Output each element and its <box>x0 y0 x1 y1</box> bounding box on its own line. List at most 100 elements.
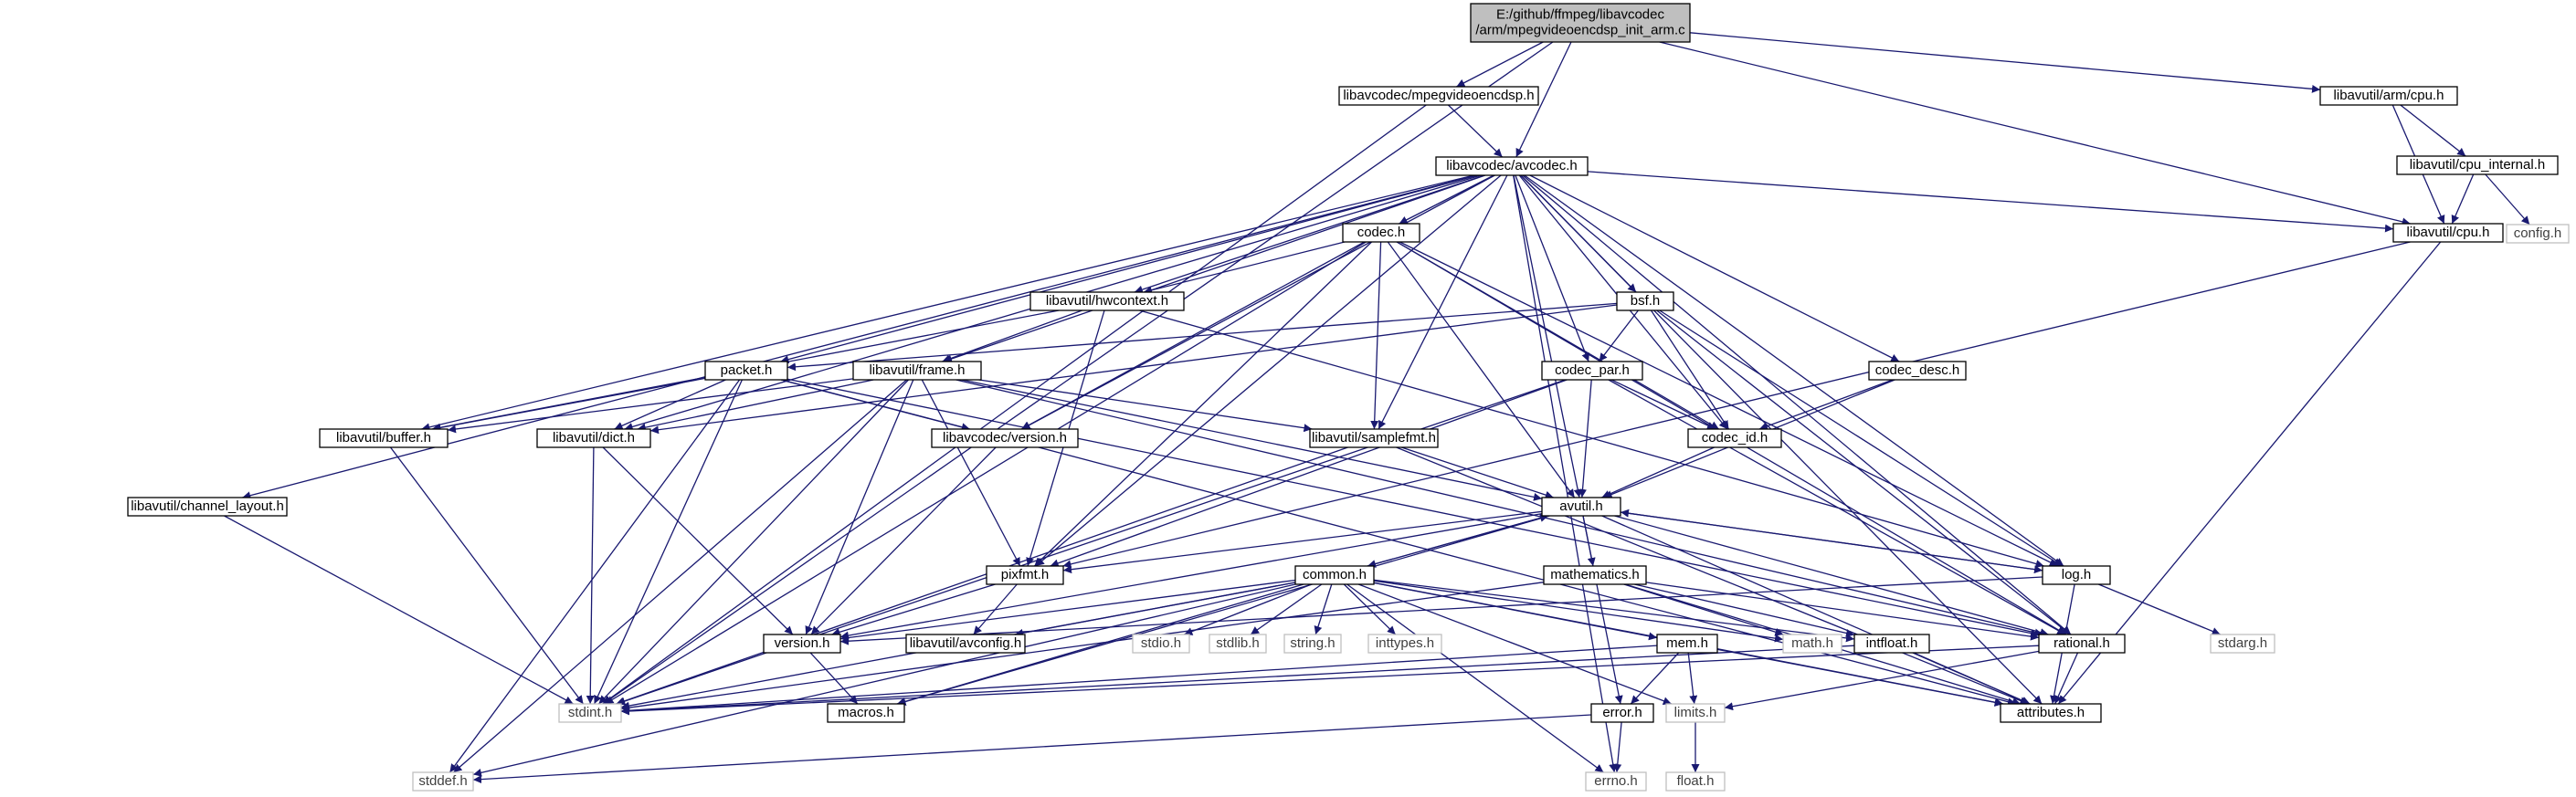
node-pixfmt[interactable]: pixfmt.h <box>986 565 1064 585</box>
edge-arrow <box>1529 174 1900 362</box>
node-box <box>1616 291 1674 311</box>
node-box <box>1585 771 1647 792</box>
node-label: attributes.h <box>2017 705 2085 720</box>
node-codecid[interactable]: codec_id.h <box>1687 428 1782 448</box>
edge-avcodec-to-errno <box>1513 174 1618 773</box>
edge-arrow <box>1021 174 1495 430</box>
node-codecpar[interactable]: codec_par.h <box>1541 361 1643 381</box>
node-frame[interactable]: libavutil/frame.h <box>852 361 982 381</box>
node-label: E:/github/ffmpeg/libavcodec <box>1496 6 1665 22</box>
node-samplefmt[interactable]: libavutil/samplefmt.h <box>1309 428 1439 448</box>
edge-mem-to-error <box>1630 652 1680 705</box>
node-config: config.h <box>2506 224 2570 244</box>
edge-bsf-to-rational <box>1656 309 2071 635</box>
node-common[interactable]: common.h <box>1294 565 1375 585</box>
node-limits: limits.h <box>1665 703 1726 723</box>
edge-arrow <box>224 515 574 705</box>
edge-common-to-limits <box>1357 583 1673 705</box>
node-box <box>1590 703 1654 723</box>
node-box <box>1868 361 1967 381</box>
node-log[interactable]: log.h <box>2042 565 2111 585</box>
edge-arrow <box>942 309 1082 363</box>
node-root[interactable]: E:/github/ffmpeg/libavcodec/arm/mpegvide… <box>1470 3 1691 43</box>
node-label: stdarg.h <box>2218 635 2267 651</box>
node-label: common.h <box>1303 567 1367 582</box>
node-box <box>704 361 788 381</box>
edge-codec-to-version <box>1020 241 1366 430</box>
node-macros[interactable]: macros.h <box>827 703 905 723</box>
node-attributes[interactable]: attributes.h <box>2000 703 2102 723</box>
node-label: float.h <box>1677 773 1715 789</box>
edge-codecid-to-avutil <box>1601 446 1715 498</box>
edge-arrow <box>1613 721 1622 773</box>
edge-arrow <box>1035 174 1502 567</box>
node-error[interactable]: error.h <box>1590 703 1654 723</box>
node-box <box>1782 634 1842 654</box>
edge-codecdesc-to-codecid <box>1758 379 1894 431</box>
edge-arrow <box>1020 241 1366 430</box>
edge-common-to-inttypes <box>1343 583 1397 635</box>
node-stdarg: stdarg.h <box>2210 634 2275 654</box>
edge-version-to-uversion <box>810 446 997 635</box>
node-mem[interactable]: mem.h <box>1656 634 1718 654</box>
edge-avcodec-to-codecpar <box>1515 174 1589 362</box>
edge-codecpar-to-stdint <box>617 379 1566 706</box>
edge-arrow <box>1601 446 1715 498</box>
node-box <box>1853 634 1930 654</box>
node-label: stdint.h <box>568 705 612 720</box>
edge-arrow <box>1630 652 1680 705</box>
edge-error-to-errno <box>1613 721 1622 773</box>
edge-arrow <box>1447 104 1504 158</box>
node-mpegvideoencdsp[interactable]: libavcodec/mpegvideoencdsp.h <box>1338 86 1539 106</box>
node-mathematics[interactable]: mathematics.h <box>1543 565 1647 585</box>
edge-arrow <box>831 583 996 636</box>
edge-arrow <box>447 378 854 434</box>
node-packet[interactable]: packet.h <box>704 361 788 381</box>
node-box <box>1342 223 1420 243</box>
node-uversion[interactable]: version.h <box>763 634 841 654</box>
edge-pixfmt-to-uversion <box>831 583 996 636</box>
node-rational[interactable]: rational.h <box>2038 634 2126 654</box>
edge-common-to-errno <box>1346 583 1604 773</box>
edge-intfloat-to-stdint <box>620 645 1855 716</box>
edge-mem-to-stdint <box>620 645 1658 715</box>
edge-arrow <box>1184 583 1312 635</box>
node-box <box>1665 771 1726 792</box>
edge-arrow <box>1399 241 2058 567</box>
edge-arrow <box>1399 174 1494 225</box>
node-stdlib: stdlib.h <box>1209 634 1267 654</box>
edge-codec-to-hwcontext <box>1143 241 1346 295</box>
node-version[interactable]: libavcodec/version.h <box>931 428 1079 448</box>
node-hwcontext[interactable]: libavutil/hwcontext.h <box>1029 291 1185 311</box>
edge-arrow <box>1401 446 1554 499</box>
node-intfloat[interactable]: intfloat.h <box>1853 634 1930 654</box>
node-codecdesc[interactable]: codec_desc.h <box>1868 361 1967 381</box>
node-box <box>2042 565 2111 585</box>
node-bsf[interactable]: bsf.h <box>1616 291 1674 311</box>
edge-arrow <box>1134 174 1485 294</box>
edge-common-to-stddef <box>472 583 1296 777</box>
node-chlayout[interactable]: libavutil/channel_layout.h <box>127 497 288 517</box>
node-dict[interactable]: libavutil/dict.h <box>536 428 651 448</box>
node-buffer[interactable]: libavutil/buffer.h <box>319 428 449 448</box>
edge-arrow <box>1659 41 2411 226</box>
edge-common-to-string <box>1314 583 1333 635</box>
edge-codecpar-to-pixfmt <box>1050 379 1568 568</box>
edge-arrow <box>1524 174 2064 567</box>
node-layer: E:/github/ffmpeg/libavcodec/arm/mpegvide… <box>127 3 2570 792</box>
edge-samplefmt-to-attributes <box>1396 446 2029 705</box>
node-armcpu[interactable]: libavutil/arm/cpu.h <box>2319 86 2458 106</box>
node-avutil[interactable]: avutil.h <box>1541 497 1621 517</box>
edge-arrow <box>1650 309 1730 430</box>
edge-mem-to-attributes <box>1716 648 2003 707</box>
node-avcodec[interactable]: libavcodec/avcodec.h <box>1435 156 1589 176</box>
node-codec[interactable]: codec.h <box>1342 223 1420 243</box>
edge-frame-to-stddef <box>453 379 907 773</box>
node-cpu[interactable]: libavutil/cpu.h <box>2392 223 2504 243</box>
edge-arrow <box>614 379 726 430</box>
edge-arrow <box>472 583 1296 777</box>
edge-arrow <box>389 446 585 705</box>
node-avconfig[interactable]: libavutil/avconfig.h <box>905 634 1026 654</box>
node-cpuinternal[interactable]: libavutil/cpu_internal.h <box>2396 155 2559 175</box>
edge-rational-to-attributes <box>2053 652 2079 705</box>
